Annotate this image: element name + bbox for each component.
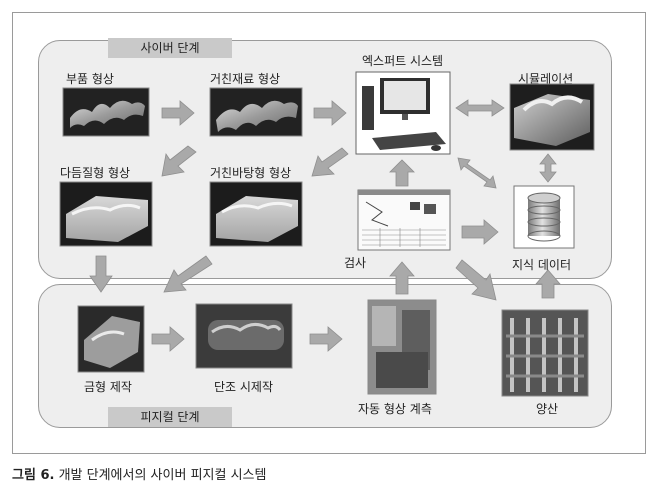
arrow-inspection-to-expert <box>389 159 415 187</box>
arrow-die-to-trial <box>151 326 185 352</box>
knowledge-data-label: 지식 데이터 <box>512 258 572 272</box>
flow-arrows <box>89 99 561 352</box>
arrow-rough-forging-to-trial <box>163 255 213 293</box>
arrow-expert-simulation <box>455 99 505 117</box>
auto-shape-measurement-image <box>367 299 437 395</box>
mass-production-label: 양산 <box>536 402 559 416</box>
simulation-label: 시뮬레이션 <box>518 72 574 86</box>
inspection-label: 검사 <box>344 256 367 270</box>
die-manufacturing-label: 금형 제작 <box>84 380 132 394</box>
arrow-inspection-to-mass <box>455 259 497 301</box>
arrow-part-to-rough-material <box>161 100 195 126</box>
arrow-measurement-to-inspection <box>389 261 415 295</box>
figure-caption-text: 개발 단계에서의 사이버 피지컬 시스템 <box>54 468 267 483</box>
die-manufacturing-image <box>77 305 145 373</box>
finished-shape-image <box>59 181 153 247</box>
arrow-to-finished-shape <box>161 145 197 177</box>
forging-trial-label: 단조 시제작 <box>214 380 274 394</box>
auto-shape-measurement-label: 자동 형상 계측 <box>358 402 432 416</box>
cyber-stage-label: 사이버 단계 <box>108 38 232 58</box>
arrow-expert-to-rough-forging <box>311 147 349 177</box>
figure-caption: 그림 6. 개발 단계에서의 사이버 피지컬 시스템 <box>12 464 266 483</box>
arrow-trial-to-measurement <box>309 326 343 352</box>
arrow-finished-to-die <box>89 255 113 293</box>
database-icon <box>513 185 575 249</box>
rough-forging-shape-image <box>209 181 303 247</box>
arrow-mass-to-knowledge <box>535 269 561 299</box>
rough-material-shape-image <box>209 87 303 137</box>
mass-production-image <box>501 309 589 397</box>
forging-trial-image <box>195 303 293 369</box>
inspection-image <box>357 189 451 251</box>
part-shape-label: 부품 형상 <box>66 72 114 86</box>
physical-stage-label: 피지컬 단계 <box>108 407 232 427</box>
arrow-inspection-to-knowledge <box>461 219 499 245</box>
arrow-rough-material-to-expert <box>313 100 347 126</box>
part-shape-image <box>62 87 150 137</box>
arrow-expert-knowledge <box>457 157 497 189</box>
simulation-image <box>509 83 595 151</box>
arrow-simulation-knowledge <box>539 153 557 183</box>
expert-system-image <box>355 71 451 155</box>
finished-shape-label: 다듬질형 형상 <box>60 166 131 180</box>
rough-forging-shape-label: 거친바탕형 형상 <box>210 166 292 180</box>
expert-system-label: 엑스퍼트 시스템 <box>362 54 444 68</box>
rough-material-shape-label: 거친재료 형상 <box>210 72 281 86</box>
figure-number: 그림 6. <box>12 468 55 483</box>
